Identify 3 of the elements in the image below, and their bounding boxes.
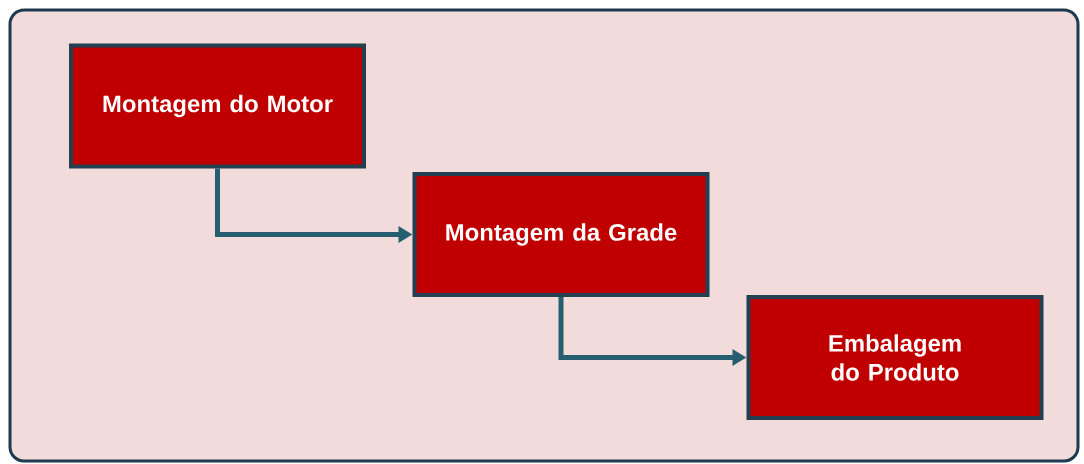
process-box: Montagem do Motor xyxy=(69,43,366,169)
process-box: Embalagem do Produto xyxy=(746,295,1044,420)
process-box: Montagem da Grade xyxy=(412,172,710,297)
